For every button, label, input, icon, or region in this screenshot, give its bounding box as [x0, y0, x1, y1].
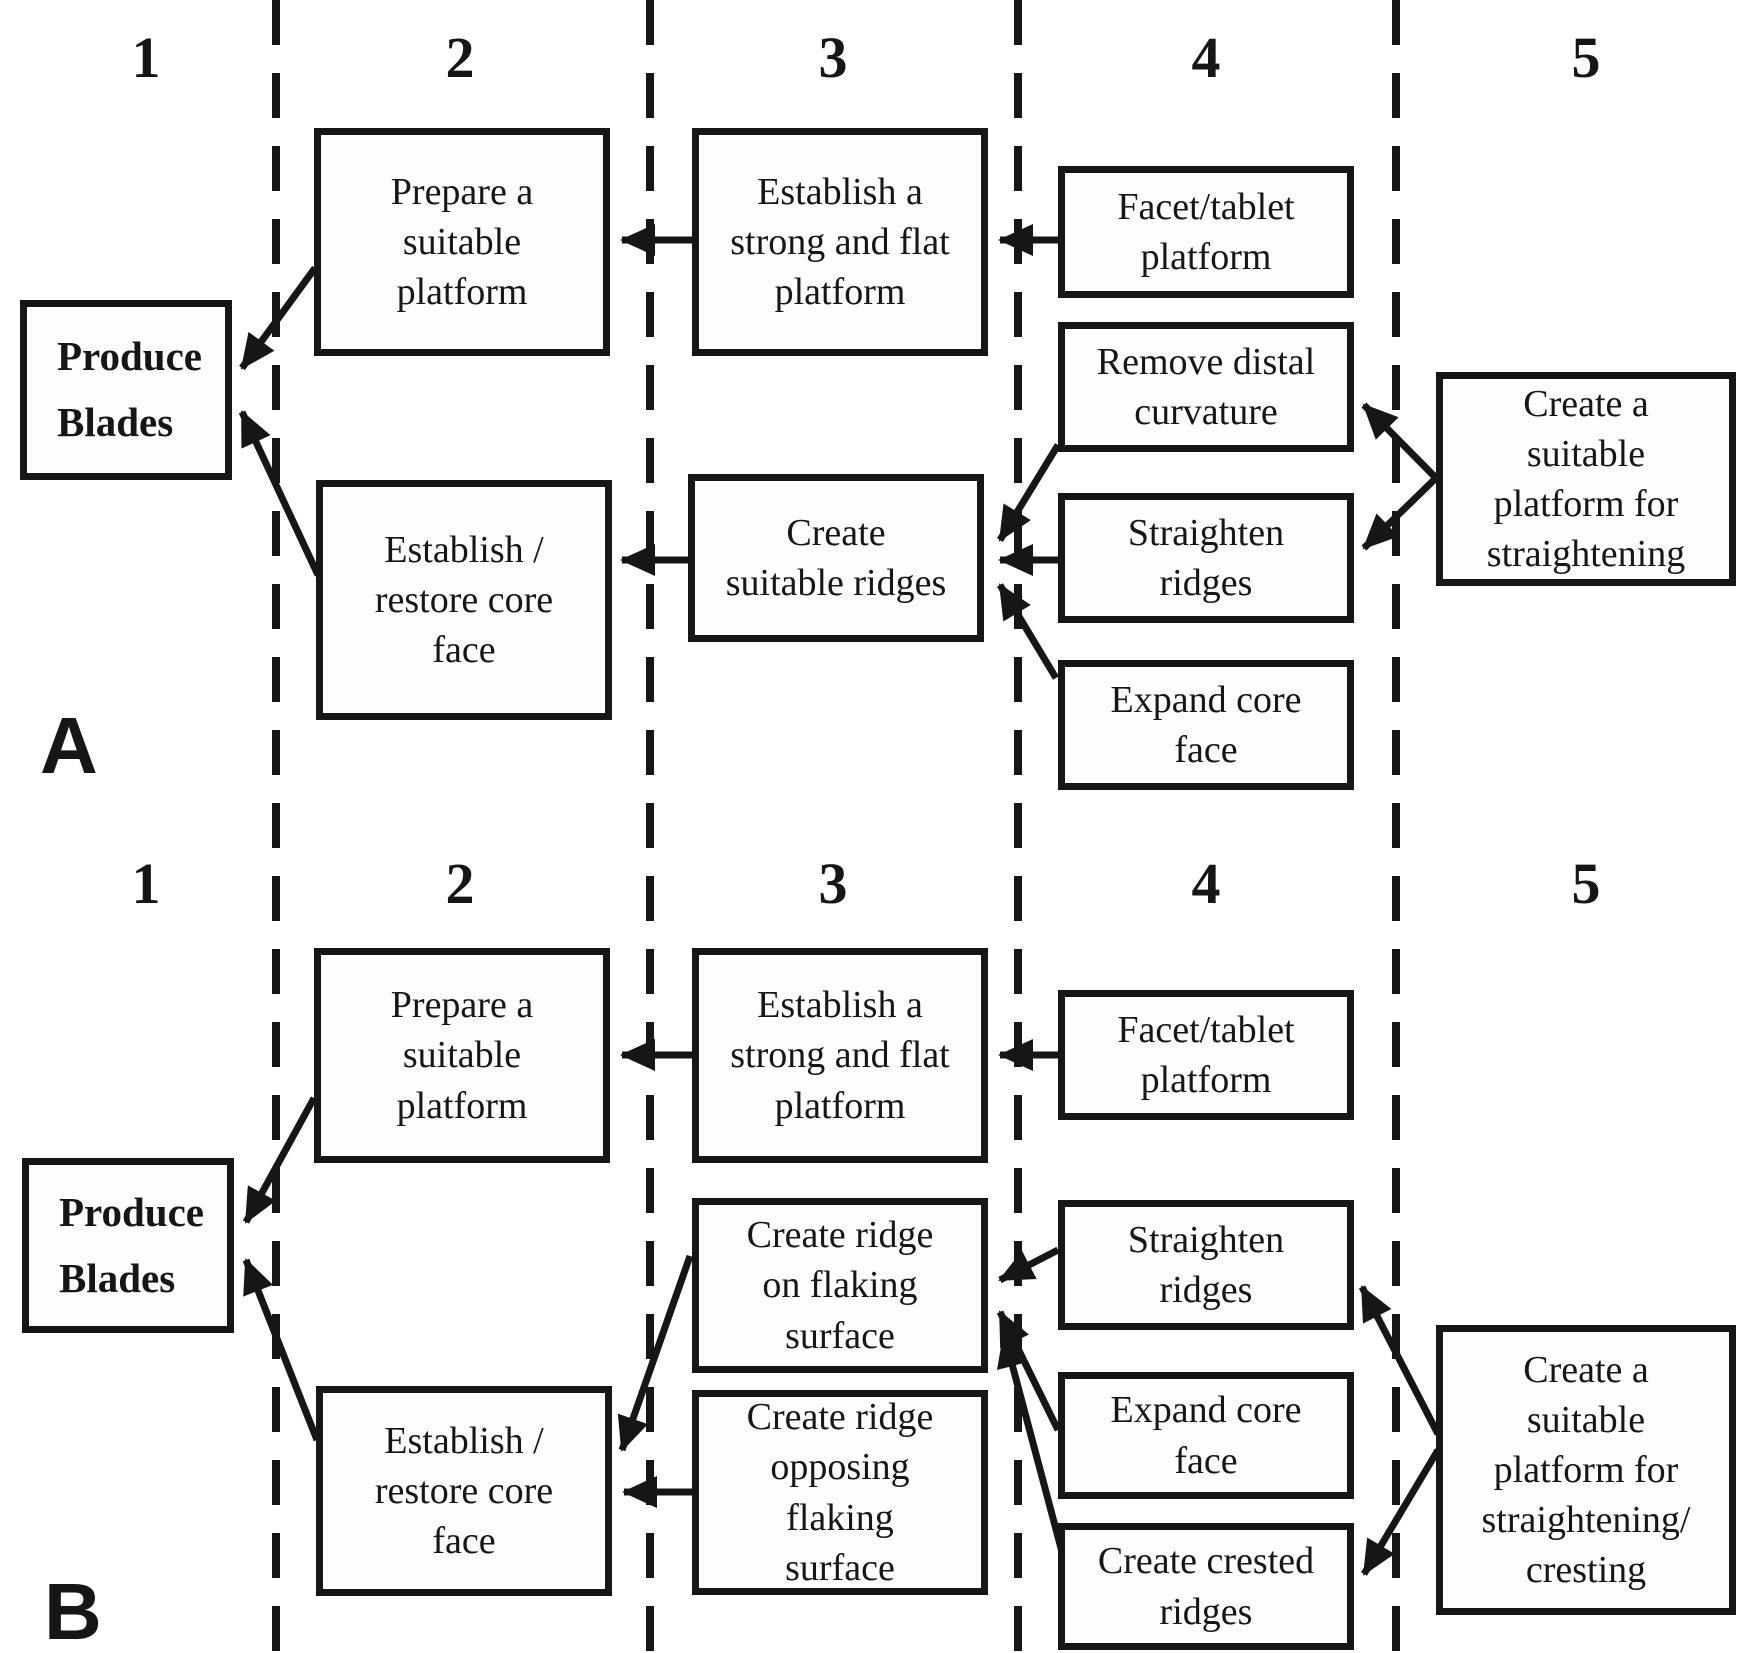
header-b-col-5: 5: [1571, 851, 1601, 916]
section-label-a: A: [40, 701, 98, 790]
header-a-col-1: 1: [131, 25, 161, 90]
node-a-produce-blades: Produce Blades: [20, 300, 232, 480]
node-b-create-crested-ridges: Create crested ridges: [1058, 1523, 1354, 1650]
node-a-facet-tablet-platform: Facet/tablet platform: [1058, 166, 1354, 298]
arrow-b-straighten-to-ridge-flaking: [998, 1246, 1060, 1284]
arrow-b-platform5-to-crested: [1360, 1448, 1442, 1576]
node-b-expand-core-face: Expand core face: [1058, 1372, 1354, 1499]
arrow-a-platform5-to-straighten: [1361, 475, 1439, 551]
node-b-create-ridge-opposing: Create ridge opposing flaking surface: [692, 1390, 988, 1595]
node-a-expand-core-face: Expand core face: [1058, 660, 1354, 790]
arrow-b-platform5-to-straighten: [1358, 1285, 1442, 1436]
section-label-b: B: [44, 1567, 102, 1653]
node-a-establish-flat-platform: Establish a strong and flat platform: [692, 128, 988, 356]
arrow-a-expand-to-create-ridges: [997, 583, 1059, 680]
arrow-a-remove-distal-to-create-ridges: [997, 443, 1061, 542]
node-b-facet-tablet-platform: Facet/tablet platform: [1058, 990, 1354, 1120]
node-b-create-ridge-on-flaking: Create ridge on flaking surface: [692, 1198, 988, 1373]
header-a-col-3: 3: [818, 25, 848, 90]
header-a-col-5: 5: [1571, 25, 1601, 90]
header-b-col-4: 4: [1191, 851, 1221, 916]
node-a-create-platform-straightening: Create a suitable platform for straighte…: [1436, 372, 1736, 586]
arrow-b-prepare-to-produce: [242, 1096, 318, 1224]
node-b-create-platform-straightening-cresting: Create a suitable platform for straighte…: [1436, 1325, 1736, 1615]
header-b-col-3: 3: [818, 851, 848, 916]
node-b-straighten-ridges: Straighten ridges: [1058, 1200, 1354, 1330]
header-b-col-1: 1: [131, 851, 161, 916]
node-b-establish-restore-core-face: Establish / restore core face: [316, 1386, 612, 1596]
node-a-straighten-ridges: Straighten ridges: [1058, 493, 1354, 623]
arrow-b-establish-restore-to-produce: [242, 1258, 321, 1442]
header-a-col-4: 4: [1191, 25, 1221, 90]
node-b-produce-blades: Produce Blades: [22, 1158, 234, 1333]
arrow-a-platform5-to-remove-distal: [1361, 402, 1439, 481]
header-a-col-2: 2: [445, 25, 475, 90]
node-a-remove-distal-curvature: Remove distal curvature: [1058, 322, 1354, 452]
node-b-prepare-platform: Prepare a suitable platform: [314, 948, 610, 1163]
arrow-b-ridge-flaking-to-establish-restore: [617, 1254, 694, 1452]
arrow-b-crested-to-ridge-flaking: [997, 1332, 1066, 1553]
node-a-create-suitable-ridges: Create suitable ridges: [688, 474, 984, 642]
arrow-a-prepare-to-produce: [239, 265, 318, 371]
node-a-prepare-platform: Prepare a suitable platform: [314, 128, 610, 356]
header-b-col-2: 2: [445, 851, 475, 916]
arrow-b-expand-to-ridge-flaking: [996, 1310, 1062, 1432]
arrow-a-establish-restore-to-produce: [238, 410, 322, 577]
node-a-establish-restore-core-face: Establish / restore core face: [316, 480, 612, 720]
node-b-establish-flat-platform: Establish a strong and flat platform: [692, 948, 988, 1163]
